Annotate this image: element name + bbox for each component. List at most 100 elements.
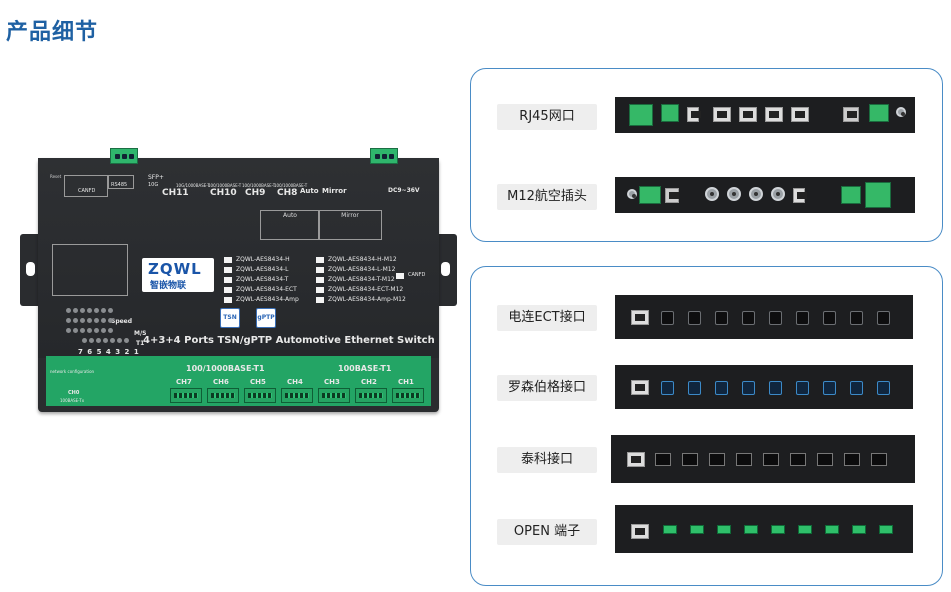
ect-connector-image [615,295,913,339]
ethernet-port [627,452,645,467]
t1-channel-label: CH6 [213,378,229,386]
reset-label: Reset [50,174,62,179]
ch10-speed: 100/1000BASE-T [208,183,242,188]
led-dot [66,308,71,313]
panel-t1-connectors: 电连ECT接口 罗森伯格接口 泰科接口 OPEN 端子 [470,266,943,586]
network-config-label: network configuration [50,369,95,374]
ch10-label: CH10 [210,188,237,198]
connector-port [661,381,674,395]
model-checkbox [224,287,232,293]
led-dot [66,318,71,323]
rs485-port-box [108,175,134,189]
led-dot [80,308,85,313]
canfd-indicator [396,273,404,279]
top-terminal-left [110,148,138,164]
model-name: ZQWL-AES8434-L [236,266,289,273]
led-dot [117,338,122,343]
led-dot [94,308,99,313]
connector-port [796,311,809,325]
model-name: ZQWL-AES8434-ECT-M12 [328,286,404,293]
model-name: ZQWL-AES8434-L-M12 [328,266,396,273]
model-checkbox [316,287,324,293]
led-speed-label: Speed [111,318,133,325]
ethernet-port [631,524,649,539]
led-dot [73,328,78,333]
connector-port [744,525,758,534]
model-checkbox [224,277,232,283]
led-dot [80,318,85,323]
ethernet-port [631,380,649,395]
connector-port [852,525,866,534]
mirror-mode-title: Mirror [341,212,359,219]
ch9-speed: 100/1000BASE-T [242,183,276,188]
canfd-right-label: CANFD [408,272,426,278]
led-dot [73,318,78,323]
switch-device-image: Reset CANFD RS485 SFP+ 10G 10G/1000BASE-… [20,148,457,412]
connector-port [825,525,839,534]
label-ect: 电连ECT接口 [497,305,597,331]
page-title: 产品细节 [6,20,99,45]
auto-mode-box: Auto [260,210,320,240]
model-name: ZQWL-AES8434-H [236,256,290,263]
open-terminal-image [615,505,913,553]
ch0-label: CH0 [68,390,80,396]
t1-port [207,388,239,403]
led-dot [87,318,92,323]
led-dot [89,338,94,343]
led-dot [108,308,113,313]
gptp-badge: gPTP [256,308,276,328]
info-table [52,244,128,296]
connector-port [850,381,863,395]
t1-channel-label: CH5 [250,378,266,386]
model-name: ZQWL-AES8434-H-M12 [328,256,397,263]
model-checkbox [224,257,232,263]
connector-port [817,453,833,466]
t1-channel-label: CH4 [287,378,303,386]
connector-port [663,525,677,534]
model-checkbox [316,257,324,263]
led-dot [87,328,92,333]
label-rj45: RJ45网口 [497,104,597,130]
connector-port [823,311,836,325]
label-te: 泰科接口 [497,447,597,473]
te-connector-image [611,435,915,483]
panel-rj45-m12: RJ45网口 M12航空插头 [470,68,943,242]
connector-port [661,311,674,325]
connector-port [771,525,785,534]
sfp-label: SFP+ [148,174,164,181]
connector-port [769,381,782,395]
connector-port [850,311,863,325]
power-label: DC9~36V [388,187,420,194]
model-name: ZQWL-AES8434-T-M12 [328,276,395,283]
connector-port [844,453,860,466]
connector-port [790,453,806,466]
connector-port [688,381,701,395]
rosenberger-connector-image [615,365,913,409]
model-checkbox [316,277,324,283]
model-name: ZQWL-AES8434-T [236,276,289,283]
led-dot [87,308,92,313]
brand-logo: ZQWL 智嵌物联 [142,258,214,292]
t1-port [355,388,387,403]
t1-port [392,388,424,403]
led-dot [101,308,106,313]
tsn-badge: TSN [220,308,240,328]
led-dot [124,338,129,343]
led-dot [66,328,71,333]
t1-port [170,388,202,403]
connector-port [823,381,836,395]
brand-name: ZQWL [148,260,202,278]
ch11-speed: 10G/1000BASE-T [176,183,210,188]
ch0-sub-label: 100BASE-Tx [60,398,85,403]
t1-channel-label: CH3 [324,378,340,386]
model-checkbox [224,267,232,273]
ch11-label: CH11 [162,188,189,198]
connector-port [763,453,779,466]
model-checkbox [316,267,324,273]
mounting-ear-right [435,234,457,306]
connector-port [742,381,755,395]
label-open: OPEN 端子 [497,519,597,545]
ethernet-port [631,310,649,325]
led-dot [73,308,78,313]
canfd-port-box [64,175,108,197]
